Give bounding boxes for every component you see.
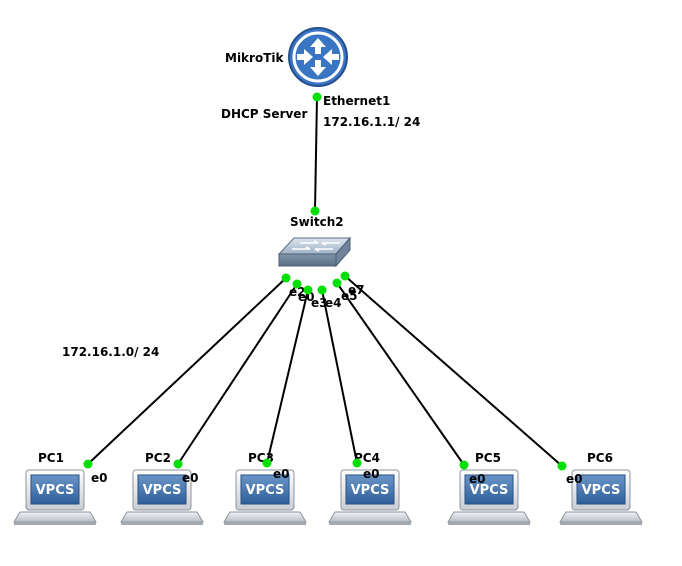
links xyxy=(87,96,563,467)
switch-port-label: e7 xyxy=(348,283,365,297)
router-arrows-icon xyxy=(297,38,339,76)
router-name: MikroTik xyxy=(225,51,284,65)
port-dot xyxy=(303,285,313,295)
port-dot xyxy=(312,92,322,102)
pc-node[interactable]: VPCS xyxy=(13,469,97,526)
port-dot xyxy=(332,278,342,288)
port-dot xyxy=(83,459,93,469)
pc-node[interactable]: VPCS xyxy=(120,469,204,526)
pc-name: PC5 xyxy=(475,451,501,465)
port-dot xyxy=(310,206,320,216)
switch-port-label: e3 xyxy=(311,296,328,310)
pc-screen-label: VPCS xyxy=(470,483,509,498)
port-dot xyxy=(173,459,183,469)
pc-node[interactable]: VPCS xyxy=(559,469,643,526)
pc-port-label: e0 xyxy=(182,471,199,485)
pc-port-label: e0 xyxy=(566,472,583,486)
switch-node[interactable] xyxy=(277,236,352,268)
router-ip-label: 172.16.1.1/ 24 xyxy=(323,115,420,129)
subnet-label: 172.16.1.0/ 24 xyxy=(62,345,159,359)
link-switch-pc3[interactable] xyxy=(266,289,309,464)
router-role-label: DHCP Server xyxy=(221,107,307,121)
pc-port-label: e0 xyxy=(91,471,108,485)
port-dot xyxy=(281,273,291,283)
router-port-label: Ethernet1 xyxy=(323,94,390,108)
router-icon xyxy=(288,27,348,87)
port-dot xyxy=(352,458,362,468)
pc-port-label: e0 xyxy=(363,467,380,481)
port-dots xyxy=(83,92,567,471)
pc-node[interactable]: VPCS xyxy=(223,469,307,526)
pc-node[interactable]: VPCS xyxy=(328,469,412,526)
link-switch-pc6[interactable] xyxy=(344,275,563,467)
switch-port-label: e4 xyxy=(325,296,342,310)
pc-nodes: VPCS VPCS VPCS VPCS VPCS VPCS xyxy=(13,469,643,526)
port-dot xyxy=(340,271,350,281)
pc-name: PC1 xyxy=(38,451,64,465)
switch-port-label: e5 xyxy=(341,289,358,303)
pc-screen-label: VPCS xyxy=(582,483,621,498)
link-router-switch[interactable] xyxy=(314,96,318,212)
switch-port-label: e2 xyxy=(289,285,306,299)
link-switch-pc1[interactable] xyxy=(87,277,287,465)
switch-icon xyxy=(277,236,352,268)
pc-screen-label: VPCS xyxy=(36,483,75,498)
pc-name: PC2 xyxy=(145,451,171,465)
pc-screen-label: VPCS xyxy=(143,483,182,498)
pc-port-label: e0 xyxy=(469,472,486,486)
link-switch-pc4[interactable] xyxy=(321,289,358,464)
switch-name: Switch2 xyxy=(290,215,344,229)
pc-port-label: e0 xyxy=(273,467,290,481)
port-dot xyxy=(459,460,469,470)
port-dot xyxy=(557,461,567,471)
link-switch-pc5[interactable] xyxy=(336,282,465,466)
port-dot xyxy=(262,458,272,468)
pc-name: PC6 xyxy=(587,451,613,465)
link-switch-pc2[interactable] xyxy=(177,283,298,465)
router-node[interactable] xyxy=(288,27,348,87)
switch-port-labels: e2 e0 e3 e4 e5 e7 xyxy=(289,283,365,310)
port-dot xyxy=(317,285,327,295)
pc-screen-label: VPCS xyxy=(246,483,285,498)
pc-screen-label: VPCS xyxy=(351,483,390,498)
port-dot xyxy=(292,279,302,289)
pc-node[interactable]: VPCS xyxy=(447,469,531,526)
